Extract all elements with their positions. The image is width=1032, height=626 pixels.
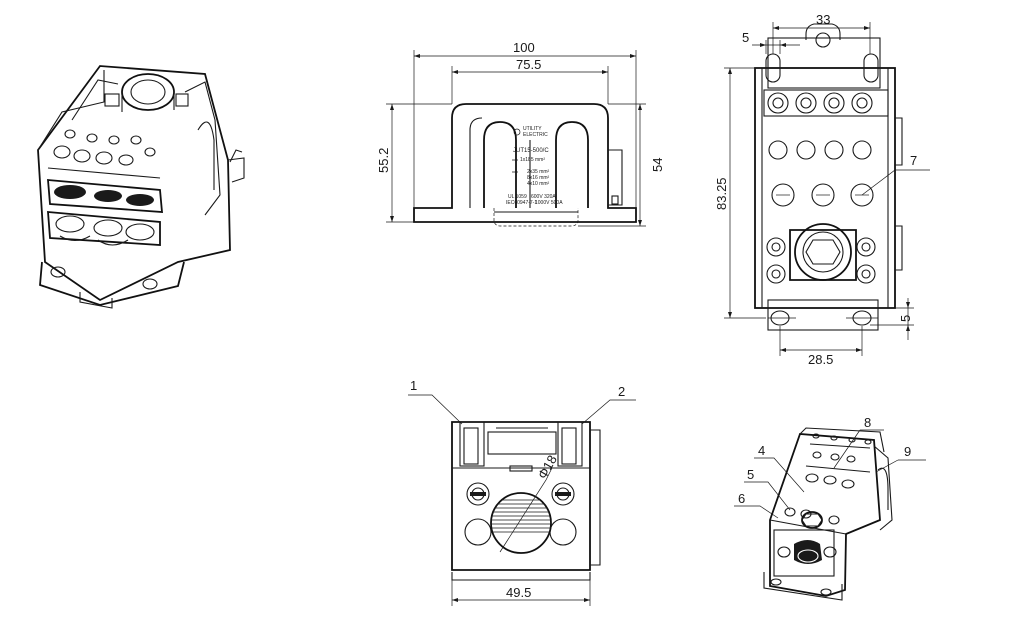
thread-hatch [491, 499, 551, 533]
callout-5: 5 [747, 467, 754, 482]
dim-side-width: 49.5 [506, 585, 531, 600]
dim-top-hole-spacing: 33 [816, 12, 830, 27]
callout-7: 7 [910, 153, 917, 168]
dim-front-height-left: 55.2 [376, 148, 391, 173]
callout-2: 2 [618, 384, 625, 399]
plate-brand-1: UTILITY [523, 126, 542, 132]
plate-rating-1: 600V 320A [531, 194, 556, 200]
third-screw-row [771, 183, 874, 207]
plate-cert-2: IEC60947-7-1 [506, 200, 537, 206]
plate-brand-2: ELECTRIC [523, 132, 548, 138]
plate-output-1: 2x35 mm² [527, 169, 550, 175]
top-view: 33 5 83.25 28.5 5 7 [714, 12, 930, 367]
isometric-view-bottom-right: 8 9 4 5 6 [734, 415, 926, 601]
callout-1: 1 [410, 378, 417, 393]
plate-output-3: 4x10 mm² [527, 181, 550, 187]
dim-top-hole-offset: 5 [742, 30, 749, 45]
second-screw-row [768, 140, 872, 160]
dim-bottom-hole-spacing: 28.5 [808, 352, 833, 367]
callout-9: 9 [904, 444, 911, 459]
dim-front-inner-width: 75.5 [516, 57, 541, 72]
dim-front-width: 100 [513, 40, 535, 55]
plate-cert-1: UL 1059 [508, 194, 527, 200]
plate-output-2: 8x16 mm² [527, 175, 550, 181]
callout-4: 4 [758, 443, 765, 458]
isometric-view-top-left [37, 65, 245, 309]
callout-8: 8 [864, 415, 871, 430]
plate-rating-2: 1000V 500A [535, 200, 563, 206]
dim-bottom-hole-offset: 5 [898, 315, 913, 322]
side-view: Φ18 49.5 1 2 [408, 378, 636, 606]
dim-top-height: 83.25 [714, 177, 729, 210]
front-view: UTILITY ELECTRIC JUT15-500/C 1x185 mm² 2… [376, 40, 665, 227]
top-screw-row [763, 89, 889, 117]
plate-input-spec: 1x185 mm² [520, 157, 545, 163]
dim-cable-diameter: Φ18 [535, 452, 560, 481]
callout-6: 6 [738, 491, 745, 506]
dim-front-height-right: 54 [650, 158, 665, 172]
plate-model: JUT15-500/C [513, 148, 549, 154]
